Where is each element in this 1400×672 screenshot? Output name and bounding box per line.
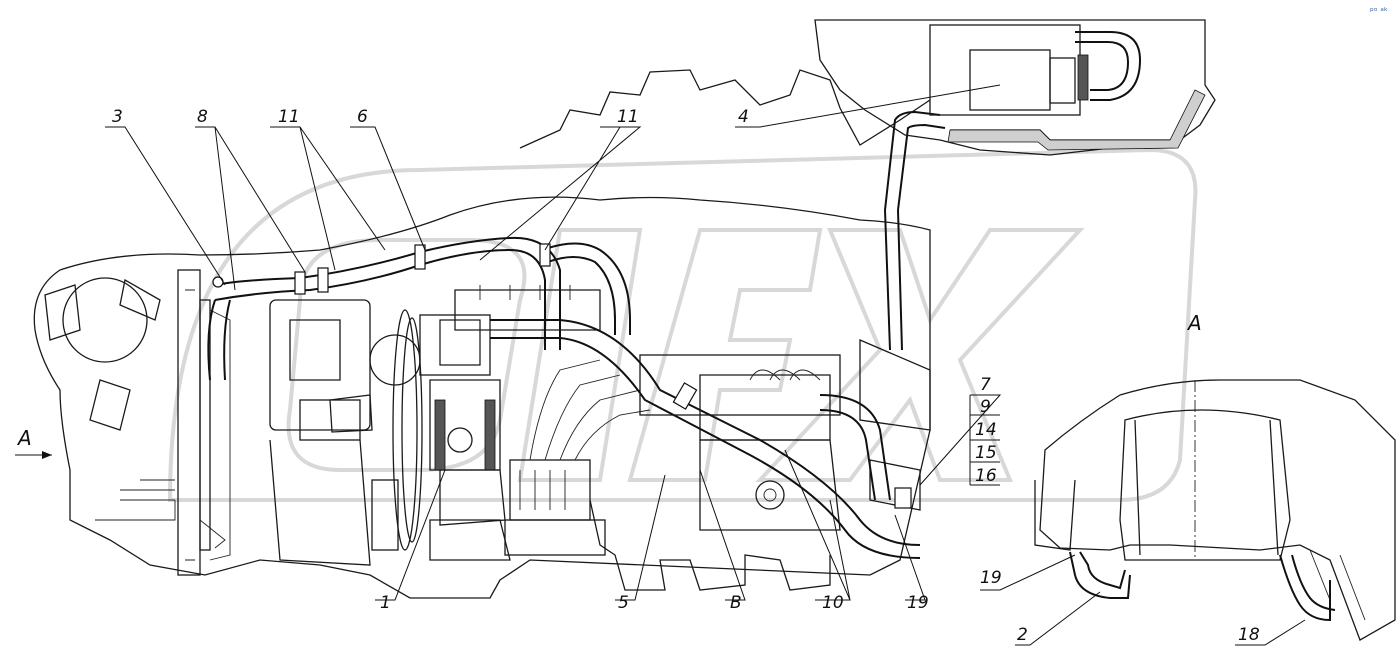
- view-a-label: A: [1186, 311, 1202, 335]
- callout-3: 3: [112, 107, 123, 127]
- leader-lines: [15, 84, 1306, 646]
- callout-16: 16: [975, 466, 997, 486]
- engine-block: [269, 285, 931, 566]
- cab-heater-unit: [814, 19, 1216, 156]
- callout-14: 14: [975, 420, 997, 440]
- callout-5: 5: [618, 593, 629, 613]
- hoses: [207, 110, 946, 559]
- callout-labels: 3 8 11 6 11 4 7 9 14 15 16 1 5 B 10 19 1…: [16, 107, 1260, 645]
- radiator-fan: [44, 269, 231, 576]
- corner-logo: ᵖᵒ ᵃᵏ: [1370, 7, 1388, 17]
- callout-11-right: 11: [617, 107, 639, 127]
- callout-7: 7: [980, 375, 991, 395]
- callout-15: 15: [975, 443, 997, 463]
- callout-18: 18: [1238, 625, 1260, 645]
- callout-8: 8: [197, 107, 208, 127]
- callout-19-view: 19: [980, 568, 1002, 588]
- engine-outline: [33, 69, 931, 599]
- callout-10: 10: [822, 593, 844, 613]
- view-a-detail: [1034, 379, 1396, 641]
- callout-b: B: [730, 593, 742, 613]
- callout-6: 6: [357, 107, 368, 127]
- callout-19-bottom: 19: [907, 593, 929, 613]
- callout-4: 4: [738, 107, 749, 127]
- watermark: [167, 147, 1198, 502]
- callout-2: 2: [1017, 625, 1028, 645]
- hose-clamps: [212, 243, 912, 509]
- callout-9: 9: [980, 397, 991, 417]
- callout-1: 1: [380, 593, 391, 613]
- callout-11-left: 11: [278, 107, 300, 127]
- view-a-arrow-label: A: [16, 426, 32, 450]
